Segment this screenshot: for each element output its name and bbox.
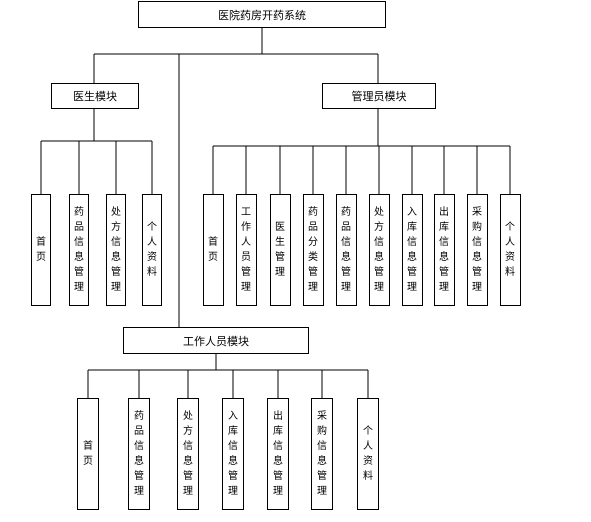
leaf-node: 处方信息管理 (177, 398, 199, 510)
leaf-node: 药品信息管理 (335, 194, 357, 306)
leaf-node: 个人资料 (499, 194, 521, 306)
leaf-label: 处方信息管理 (374, 207, 384, 293)
leaf-label: 个人资料 (363, 426, 373, 482)
leaf-node: 药品信息管理 (128, 398, 150, 510)
leaf-label: 处方信息管理 (111, 207, 121, 293)
leaf-label: 医生管理 (275, 222, 285, 278)
leaf-label: 药品信息管理 (134, 411, 144, 497)
leaf-node: 处方信息管理 (368, 194, 390, 306)
leaf-label: 入库信息管理 (228, 411, 238, 497)
leaf-label: 出库信息管理 (439, 207, 449, 293)
admin-module-node: 管理员模块 (322, 83, 436, 109)
leaf-node: 首页 (77, 398, 99, 510)
leaf-label: 首页 (83, 441, 93, 467)
leaf-label: 首页 (36, 237, 46, 263)
leaf-node: 工作人员管理 (235, 194, 257, 306)
leaf-label: 个人资料 (505, 222, 515, 278)
leaf-label: 工作人员管理 (241, 207, 251, 293)
doctor-module-node: 医生模块 (51, 83, 139, 109)
leaf-label: 首页 (208, 237, 218, 263)
leaf-label: 药品信息管理 (74, 207, 84, 293)
leaf-node: 出库信息管理 (267, 398, 289, 510)
leaf-node: 出库信息管理 (433, 194, 455, 306)
leaf-label: 处方信息管理 (183, 411, 193, 497)
staff-module-node: 工作人员模块 (123, 327, 309, 354)
root-node: 医院药房开药系统 (138, 1, 386, 28)
leaf-label: 入库信息管理 (407, 207, 417, 293)
leaf-label: 采购信息管理 (317, 411, 327, 497)
leaf-node: 入库信息管理 (222, 398, 244, 510)
leaf-node: 个人资料 (357, 398, 379, 510)
leaf-node: 处方信息管理 (106, 194, 126, 306)
leaf-label: 采购信息管理 (472, 207, 482, 293)
leaf-label: 药品信息管理 (341, 207, 351, 293)
leaf-node: 入库信息管理 (401, 194, 423, 306)
leaf-label: 个人资料 (147, 222, 157, 278)
leaf-node: 医生管理 (269, 194, 291, 306)
leaf-node: 采购信息管理 (311, 398, 333, 510)
leaf-node: 采购信息管理 (466, 194, 488, 306)
leaf-node: 首页 (202, 194, 224, 306)
leaf-node: 个人资料 (142, 194, 162, 306)
leaf-node: 首页 (31, 194, 51, 306)
leaf-node: 药品分类管理 (302, 194, 324, 306)
leaf-node: 药品信息管理 (69, 194, 89, 306)
leaf-label: 药品分类管理 (308, 207, 318, 293)
leaf-label: 出库信息管理 (273, 411, 283, 497)
